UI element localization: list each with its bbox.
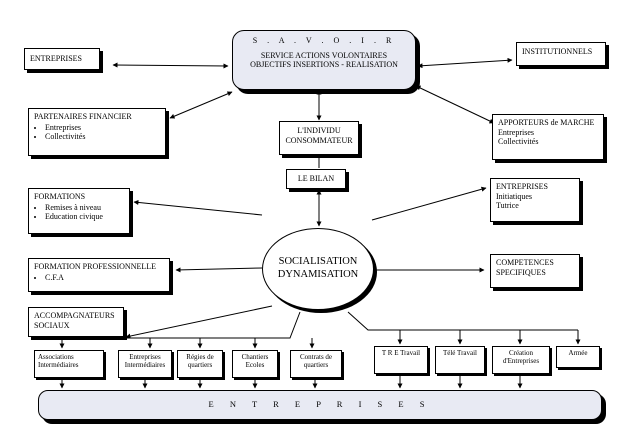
savoir-line2: OBJECTIFS INSERTIONS - REALISATION bbox=[250, 60, 398, 70]
apporteurs-item: Collectivités bbox=[498, 137, 539, 147]
formations-item: Remises à niveau bbox=[45, 203, 124, 213]
entreprises-right-box: ENTREPRISES Initiatiques Tutrice bbox=[490, 178, 580, 222]
creation-box: Création d'Entreprises bbox=[492, 346, 550, 374]
tele-label: Télé Travail bbox=[442, 349, 478, 357]
arrow-to-accompagnateurs bbox=[125, 305, 273, 339]
regies-label: Régies de quartiers bbox=[186, 353, 214, 370]
entreprises-right-item: Initiatiques bbox=[496, 191, 532, 201]
partenaires-item: Collectivités bbox=[45, 132, 160, 142]
formations-box: FORMATIONS Remises à niveau Education ci… bbox=[28, 188, 130, 234]
accompagnateurs-box: ACCOMPAGNATEURS SOCIAUX bbox=[28, 307, 124, 337]
bilan-box: LE BILAN bbox=[286, 169, 346, 189]
contrats-label: Contrats de quartiers bbox=[299, 353, 333, 370]
arrow-savoir-apporteurs bbox=[415, 85, 495, 124]
banner-label: E N T R E P R I S E S bbox=[208, 399, 432, 409]
socialisation-ellipse: SOCIALISATION DYNAMISATION bbox=[262, 228, 374, 310]
formation-pro-box: FORMATION PROFESSIONNELLE C.F.A bbox=[28, 258, 170, 292]
entreprises-banner: E N T R E P R I S E S bbox=[38, 390, 602, 420]
savoir-title: S . A . V . O . I . R bbox=[252, 36, 396, 45]
regies-box: Régies de quartiers bbox=[177, 350, 223, 378]
institutionnels-label: INSTITUTIONNELS bbox=[522, 47, 593, 56]
arrow-savoir-partenaires bbox=[169, 91, 233, 119]
entreprises-top-label: ENTREPRISES bbox=[30, 54, 83, 63]
institutionnels-box: INSTITUTIONNELS bbox=[516, 42, 606, 66]
apporteurs-item: Entreprises bbox=[498, 127, 534, 137]
associations-box: Associations Intermédiaires bbox=[34, 350, 104, 378]
armee-box: Armée bbox=[556, 346, 600, 368]
bus-right bbox=[347, 311, 578, 331]
entreprises-right-title: ENTREPRISES bbox=[496, 182, 549, 191]
bilan-label: LE BILAN bbox=[297, 174, 335, 183]
formations-title: FORMATIONS bbox=[34, 192, 86, 201]
competences-box: COMPETENCES SPECIFIQUES bbox=[490, 254, 580, 288]
creation-label: Création d'Entreprises bbox=[502, 349, 540, 366]
savoir-line1: SERVICE ACTIONS VOLONTAIRES bbox=[260, 50, 388, 60]
entreprises-inter-label: Entreprises Intermédiaires bbox=[124, 353, 166, 370]
tre-label: T R E Travail bbox=[381, 349, 421, 357]
competences-label: COMPETENCES SPECIFIQUES bbox=[496, 258, 554, 277]
tele-box: Télé Travail bbox=[435, 346, 485, 374]
socialisation-line2: DYNAMISATION bbox=[277, 269, 359, 280]
apporteurs-title: APPORTEURS de MARCHE bbox=[498, 118, 595, 127]
entreprises-right-item: Tutrice bbox=[496, 201, 519, 211]
entreprises-inter-box: Entreprises Intermédiaires bbox=[118, 350, 172, 378]
contrats-box: Contrats de quartiers bbox=[290, 350, 342, 378]
arrow-to-entreprises-right bbox=[371, 186, 487, 221]
accompagnateurs-label: ACCOMPAGNATEURS SOCIAUX bbox=[34, 311, 115, 330]
formations-item: Education civique bbox=[45, 212, 124, 222]
formation-pro-title: FORMATION PROFESSIONNELLE bbox=[34, 262, 157, 271]
partenaires-title: PARTENAIRES FINANCIER bbox=[34, 112, 132, 121]
arrow-savoir-entreprises bbox=[112, 62, 229, 69]
arrow-savoir-institutionnels bbox=[417, 57, 513, 69]
chantiers-label: Chantiers Ecoles bbox=[241, 353, 269, 370]
partenaires-box: PARTENAIRES FINANCIER Entreprises Collec… bbox=[28, 108, 166, 156]
individu-box: L'INDIVIDU CONSOMMATEUR bbox=[279, 121, 359, 155]
associations-label: Associations Intermédiaires bbox=[38, 353, 79, 370]
savoir-box: S . A . V . O . I . R SERVICE ACTIONS VO… bbox=[232, 30, 416, 90]
socialisation-line1: SOCIALISATION bbox=[278, 256, 358, 268]
arrow-to-formations bbox=[133, 199, 263, 216]
formation-pro-item: C.F.A bbox=[45, 273, 164, 283]
partenaires-item: Entreprises bbox=[45, 123, 160, 133]
individu-label: L'INDIVIDU CONSOMMATEUR bbox=[285, 126, 353, 145]
tre-box: T R E Travail bbox=[374, 346, 428, 374]
apporteurs-box: APPORTEURS de MARCHE Entreprises Collect… bbox=[492, 114, 604, 160]
chantiers-box: Chantiers Ecoles bbox=[232, 350, 278, 378]
armee-label: Armée bbox=[568, 349, 588, 357]
bus-left bbox=[62, 311, 301, 339]
arrow-to-formation-pro bbox=[175, 267, 263, 273]
entreprises-top-box: ENTREPRISES bbox=[24, 48, 100, 70]
